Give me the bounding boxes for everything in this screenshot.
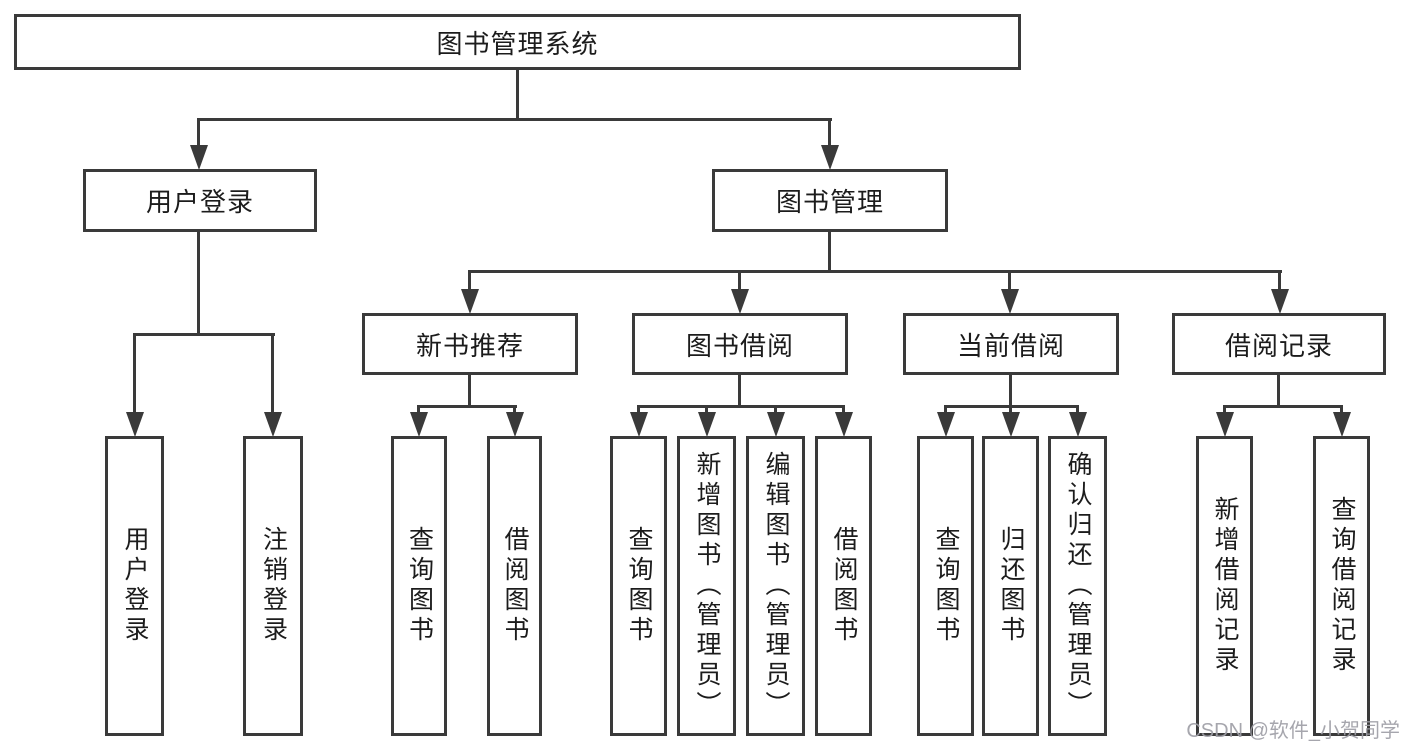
connector-drop-leaf	[1340, 405, 1343, 416]
leaf-query-book-2: 查询图书	[610, 436, 667, 736]
connector-book-management-stem	[828, 232, 831, 272]
arrow-down-icon	[630, 412, 648, 437]
connector-drop-level3	[468, 270, 471, 292]
connector-user-login-stem	[197, 232, 200, 335]
leaf-return-book: 归还图书	[982, 436, 1039, 736]
arrow-down-icon	[937, 412, 955, 437]
arrow-down-icon	[1216, 412, 1234, 437]
leaf-user-login: 用户登录	[105, 436, 164, 736]
node-user-login: 用户登录	[83, 169, 317, 232]
node-book-borrow: 图书借阅	[632, 313, 848, 375]
connector-drop-leaf	[637, 405, 640, 416]
leaf-query-book-3: 查询图书	[917, 436, 974, 736]
connector-drop-level3	[1278, 270, 1281, 292]
leaf-add-borrow-record: 新增借阅记录	[1196, 436, 1253, 736]
connector-drop-level3	[1008, 270, 1011, 292]
connector-drop-leaf	[133, 333, 136, 416]
connector-current-borrow-stem	[1009, 375, 1012, 407]
leaf-logout: 注销登录	[243, 436, 303, 736]
arrow-down-icon	[1001, 289, 1019, 314]
leaf-borrow-book-1: 借阅图书	[487, 436, 542, 736]
connector-user-login-bus	[133, 333, 275, 336]
arrow-down-icon	[821, 145, 839, 170]
connector-new-book-bus	[417, 405, 517, 408]
csdn-watermark: CSDN @软件_小贺同学	[1186, 720, 1400, 742]
arrow-down-icon	[731, 289, 749, 314]
node-book-management: 图书管理	[712, 169, 948, 232]
arrow-down-icon	[835, 412, 853, 437]
leaf-borrow-book-2: 借阅图书	[815, 436, 872, 736]
leaf-confirm-return-admin: 确认归还（管理员）	[1048, 436, 1107, 736]
arrow-down-icon	[767, 412, 785, 437]
arrow-down-icon	[1271, 289, 1289, 314]
connector-drop-leaf	[1076, 405, 1079, 416]
arrow-down-icon	[190, 145, 208, 170]
connector-drop-user-login	[197, 118, 200, 148]
connector-borrow-records-stem	[1277, 375, 1280, 407]
node-borrow-records: 借阅记录	[1172, 313, 1386, 375]
connector-drop-leaf	[944, 405, 947, 416]
node-new-book-recommend: 新书推荐	[362, 313, 578, 375]
connector-book-management-bus	[468, 270, 1282, 273]
connector-drop-leaf	[417, 405, 420, 416]
leaf-edit-book-admin: 编辑图书（管理员）	[746, 436, 805, 736]
arrow-down-icon	[126, 412, 144, 437]
node-root: 图书管理系统	[14, 14, 1021, 70]
arrow-down-icon	[264, 412, 282, 437]
leaf-add-book-admin: 新增图书（管理员）	[677, 436, 736, 736]
connector-drop-leaf	[774, 405, 777, 416]
connector-drop-level3	[738, 270, 741, 292]
connector-drop-leaf	[271, 333, 274, 416]
connector-borrow-records-bus	[1223, 405, 1343, 408]
arrow-down-icon	[410, 412, 428, 437]
arrow-down-icon	[506, 412, 524, 437]
connector-drop-book-management	[828, 118, 831, 148]
arrow-down-icon	[1069, 412, 1087, 437]
connector-drop-leaf	[513, 405, 516, 416]
arrow-down-icon	[1333, 412, 1351, 437]
connector-root-bus	[197, 118, 832, 121]
leaf-query-borrow-record: 查询借阅记录	[1313, 436, 1370, 736]
connector-book-borrow-bus	[637, 405, 845, 408]
connector-new-book-stem	[468, 375, 471, 407]
connector-drop-leaf	[1009, 405, 1012, 416]
arrow-down-icon	[698, 412, 716, 437]
connector-drop-leaf	[842, 405, 845, 416]
connector-book-borrow-stem	[738, 375, 741, 407]
arrow-down-icon	[1002, 412, 1020, 437]
connector-drop-leaf	[705, 405, 708, 416]
leaf-query-book-1: 查询图书	[391, 436, 447, 736]
node-current-borrow: 当前借阅	[903, 313, 1119, 375]
arrow-down-icon	[461, 289, 479, 314]
connector-root-stem	[516, 70, 519, 118]
connector-drop-leaf	[1223, 405, 1226, 416]
